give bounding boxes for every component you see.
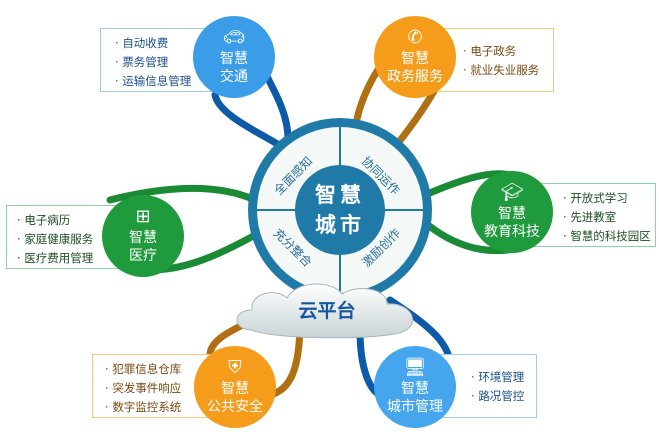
list-item: 先进教室: [563, 208, 655, 227]
list-item: 电子政务: [463, 42, 553, 61]
list-item: 路况管控: [471, 387, 536, 406]
cloud-icon: [236, 283, 414, 339]
node-label: 教育科技: [484, 224, 540, 240]
phone-icon: ✆: [407, 27, 423, 48]
cloud-platform-label: 云平台: [298, 300, 356, 322]
list-item: 数字监控系统: [105, 398, 213, 417]
node-label: 智慧: [401, 51, 429, 67]
list-item: 开放式学习: [563, 189, 655, 208]
list-item: 票务管理: [115, 53, 211, 72]
list-item: 环境管理: [471, 368, 536, 387]
node-label: 城市管理: [387, 399, 443, 415]
node-label: 交通: [220, 69, 248, 85]
node-smart-government: ✆ 智慧 政务服务: [374, 16, 456, 98]
list-item: 突发事件响应: [105, 379, 213, 398]
list-item: 就业失业服务: [463, 61, 553, 80]
node-smart-management: 🖥︎ 智慧 城市管理: [374, 346, 456, 428]
list-item: 智慧的科技园区: [563, 227, 655, 246]
node-smart-transport: 🚗︎ 智慧 交通: [193, 16, 275, 98]
list-item: 电子病历: [17, 211, 141, 230]
node-label: 医疗: [129, 248, 157, 264]
graduation-cap-icon: 🎓︎: [500, 182, 524, 203]
node-label: 智慧: [221, 381, 249, 397]
monitor-icon: 🖥︎: [403, 357, 427, 378]
list-item: 家庭健康服务: [17, 230, 141, 249]
car-icon: 🚗︎: [222, 27, 246, 48]
hub-title: 城市: [315, 213, 365, 237]
node-label: 智慧: [129, 230, 157, 246]
node-smart-education: 🎓︎ 智慧 教育科技: [471, 171, 553, 253]
list-item: 运输信息管理: [115, 72, 211, 91]
hub-title: 智慧: [315, 183, 365, 207]
transport-info-box: 自动收费票务管理运输信息管理: [100, 28, 212, 92]
shield-icon: ⛨: [228, 357, 242, 378]
medical-kit-icon: ⊞: [135, 206, 151, 227]
node-smart-safety: ⛨ 智慧 公共安全: [194, 346, 276, 428]
node-smart-medical: ⊞ 智慧 医疗: [102, 195, 184, 277]
list-item: 自动收费: [115, 34, 211, 53]
list-item: 犯罪信息仓库: [105, 360, 213, 379]
list-item: 医疗费用管理: [17, 249, 141, 268]
node-label: 政务服务: [387, 69, 443, 85]
node-label: 智慧: [401, 381, 429, 397]
node-label: 公共安全: [207, 399, 263, 415]
safety-info-box: 犯罪信息仓库突发事件响应数字监控系统: [92, 354, 214, 418]
hub-core: 智慧 城市: [295, 165, 385, 255]
smart-city-hub: 全面感知 协同运作 充分整合 激励创作 智慧 城市: [248, 118, 432, 302]
node-label: 智慧: [498, 206, 526, 222]
cloud-platform: 云平台: [232, 280, 422, 342]
node-label: 智慧: [220, 51, 248, 67]
